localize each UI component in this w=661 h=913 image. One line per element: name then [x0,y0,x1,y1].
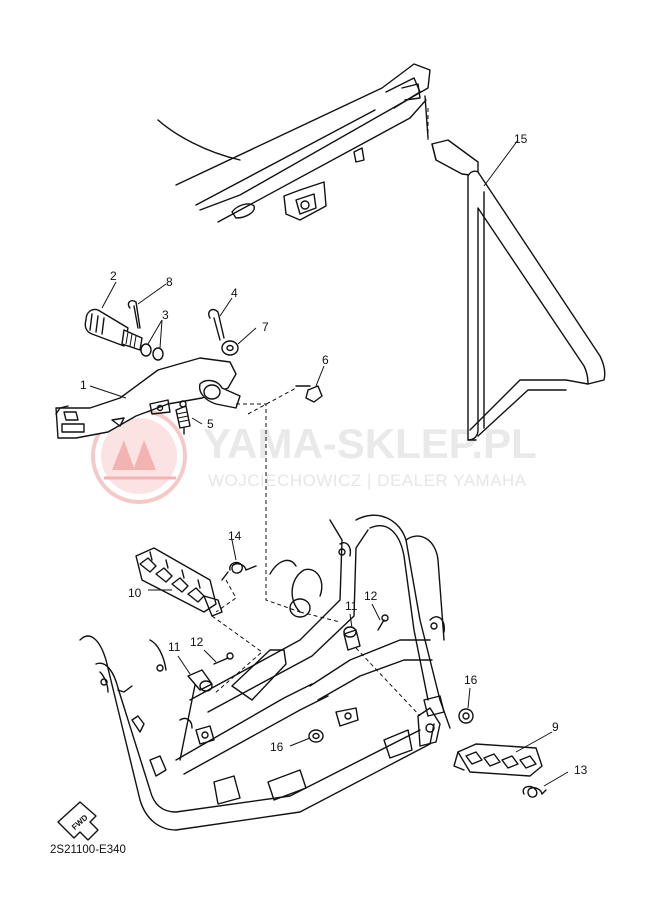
spring-part-13 [522,785,547,798]
main-frame-lower [79,514,451,831]
damper-part-16-left [308,729,324,743]
part-code: 2S21100-E340 [50,844,126,856]
stand-part-15 [431,139,606,441]
washer-part-7 [221,340,239,356]
footrest-left-part-10 [135,547,223,617]
o-rings-part-3 [140,343,164,361]
callout-16-left: 16 [270,740,284,754]
callout-3: 3 [162,308,169,322]
callout-11-left: 11 [168,640,181,654]
fwd-arrow-icon: FWD [57,801,99,841]
watermark-subtitle: WOJCIECHOWICZ | DEALER YAMAHA [208,471,527,490]
spring-hook-part-5 [175,400,191,435]
callout-14: 14 [228,529,242,543]
callout-2: 2 [110,269,117,283]
callout-15: 15 [514,132,528,146]
callout-1: 1 [80,378,87,392]
cotter-pin-part-8 [127,299,141,329]
brake-pedal-part-1 [55,357,241,439]
cotter-pin-part-4 [208,308,225,341]
watermark-title: YAMA-SKLEP.PL [203,420,537,467]
bolt-part-11-left [187,669,213,692]
cotter-pin-part-12-right [377,614,389,631]
footrest-right-part-9 [453,743,543,777]
callout-16-right: 16 [464,673,478,687]
damper-part-16-right [458,708,474,724]
watermark-logo [91,408,187,504]
callout-leaders [89,139,569,787]
callout-numbers: 1 2 3 4 5 6 7 8 9 10 11 11 12 12 13 14 1… [80,132,588,777]
callout-8: 8 [166,275,173,289]
callout-11-right: 11 [345,599,358,613]
callout-6: 6 [322,353,329,367]
cotter-pin-part-12-left [213,652,234,665]
callout-12-right: 12 [364,589,378,603]
callout-10: 10 [128,586,142,600]
callout-7: 7 [262,320,269,334]
callout-4: 4 [231,286,238,300]
callout-5: 5 [207,417,214,431]
bolt-part-11-right [343,626,361,651]
callout-12-left: 12 [190,635,204,649]
callout-13: 13 [574,763,588,777]
spring-part-14 [221,561,257,581]
pin-part-6 [295,385,323,403]
callout-9: 9 [552,720,559,734]
brake-pedal-shaft-part-2 [84,308,143,351]
rear-frame-section [157,63,431,223]
